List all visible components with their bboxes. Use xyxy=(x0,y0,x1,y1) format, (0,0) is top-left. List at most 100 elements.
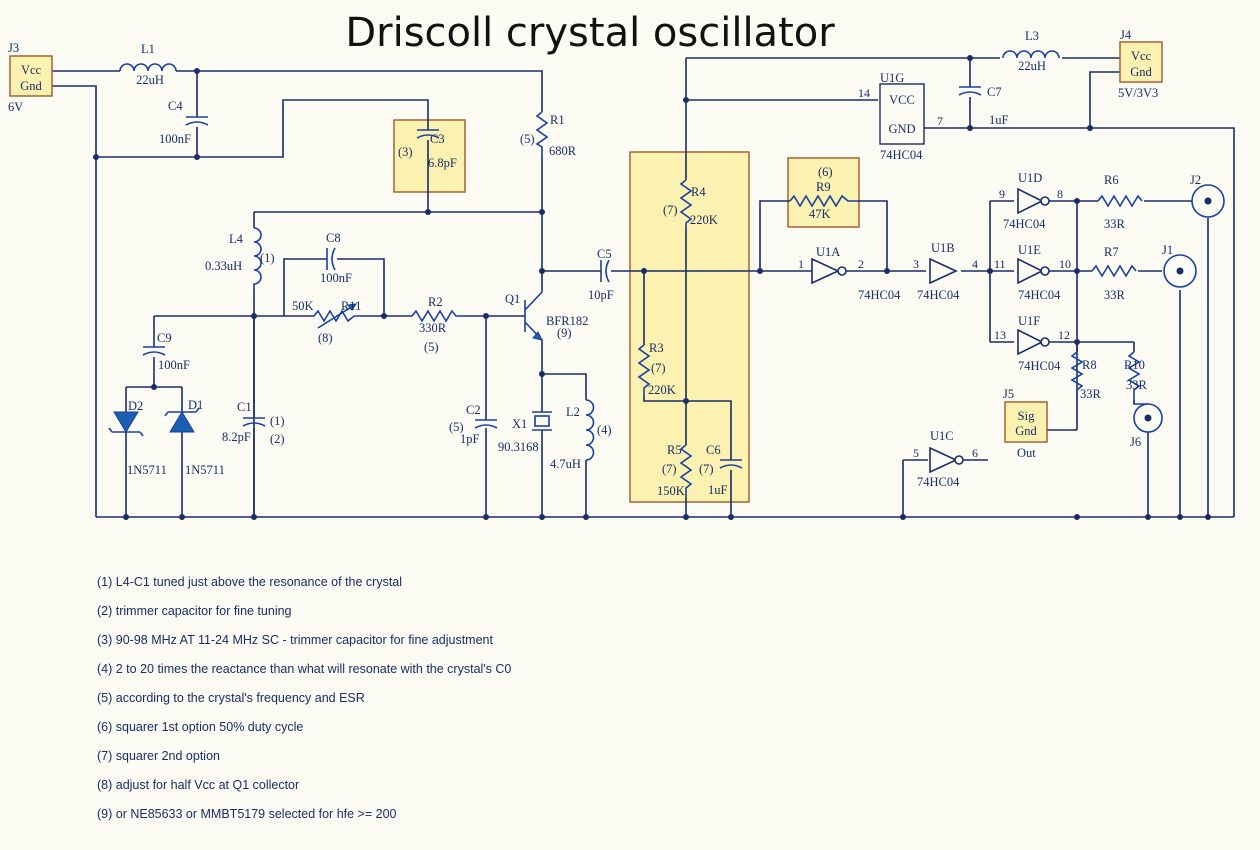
j3-gnd: Gnd xyxy=(20,79,42,93)
l2-ref: L2 xyxy=(566,405,580,419)
r11-note: (8) xyxy=(318,331,333,345)
j5-ref: J5 xyxy=(1003,387,1014,401)
resistor-r6: R6 33R xyxy=(1097,173,1143,231)
r4-ref: R4 xyxy=(691,185,706,199)
u1f-pin-out: 12 xyxy=(1058,328,1070,342)
junctions xyxy=(93,55,1211,520)
inverter-u1c: U1C 5 6 74HC04 xyxy=(913,429,978,489)
inductor-l4: L4 0.33uH (1) xyxy=(205,227,275,290)
note-9: (9) or NE85633 or MMBT5179 selected for … xyxy=(97,807,397,821)
r7-value: 33R xyxy=(1104,288,1126,302)
inverter-u1f: U1F 13 12 74HC04 xyxy=(994,314,1070,373)
u1e-pin-in: 11 xyxy=(994,257,1006,271)
u1a-pin-out: 2 xyxy=(858,257,864,271)
j5-sig: Sig xyxy=(1018,409,1035,423)
r5-value: 150K xyxy=(657,484,685,498)
resistor-r7: R7 33R xyxy=(1091,245,1137,302)
diode-d1: D1 1N5711 xyxy=(164,398,225,477)
r9-ref: R9 xyxy=(816,180,831,194)
q1-value: BFR182 xyxy=(546,314,588,328)
note-1: (1) L4-C1 tuned just above the resonance… xyxy=(97,575,402,589)
u1g-pin-gnd: 7 xyxy=(937,114,943,128)
u1g-value: 74HC04 xyxy=(880,148,923,162)
connector-j3: J3 Vcc Gnd 6V xyxy=(8,41,53,114)
j4-value: 5V/3V3 xyxy=(1118,86,1158,100)
connector-j1: J1 xyxy=(1162,243,1197,288)
diagram-title: Driscoll crystal oscillator xyxy=(345,10,835,56)
resistor-r1: R1 (5) 680R xyxy=(520,111,577,158)
u1b-pin-in: 3 xyxy=(913,257,919,271)
r7-ref: R7 xyxy=(1104,245,1119,259)
r11-pot-value: 50K xyxy=(292,299,314,313)
r1-ref: R1 xyxy=(550,113,565,127)
r10-value: 33R xyxy=(1126,378,1148,392)
c6-ref: C6 xyxy=(706,443,721,457)
u1g-vcc: VCC xyxy=(889,93,915,107)
capacitor-c8: C8 100nF xyxy=(320,231,352,285)
u1b-pin-out: 4 xyxy=(972,257,978,271)
r2-note: (5) xyxy=(424,340,439,354)
x1-ref: X1 xyxy=(512,417,527,431)
note-6: (6) squarer 1st option 50% duty cycle xyxy=(97,720,303,734)
r9-note: (6) xyxy=(818,165,833,179)
inverter-u1d: U1D 9 8 74HC04 xyxy=(999,171,1063,231)
j6-ref: J6 xyxy=(1130,435,1141,449)
r3-value: 220K xyxy=(648,383,676,397)
connector-j5: J5 Sig Gnd Out xyxy=(1003,387,1048,460)
u1f-ref: U1F xyxy=(1018,314,1040,328)
resistor-r9: (6) R9 47K xyxy=(789,165,858,221)
note-3: (3) 90-98 MHz AT 11-24 MHz SC - trimmer … xyxy=(97,633,493,647)
squarer-option-2-region xyxy=(629,151,750,503)
capacitor-c7: C7 1uF xyxy=(958,85,1009,127)
transistor-q1: Q1 BFR182 (9) xyxy=(505,290,588,341)
u1g-ref: U1G xyxy=(880,71,904,85)
d2-value: 1N5711 xyxy=(127,463,167,477)
c4-value: 100nF xyxy=(159,132,191,146)
d1-ref: D1 xyxy=(188,398,203,412)
c8-ref: C8 xyxy=(326,231,341,245)
resistor-r3: R3 (7) 220K xyxy=(637,341,676,397)
c6-note: (7) xyxy=(699,462,714,476)
note-2: (2) trimmer capacitor for fine tuning xyxy=(97,604,292,618)
j3-ref: J3 xyxy=(8,41,19,55)
connector-j6: J6 xyxy=(1130,403,1163,449)
q1-ref: Q1 xyxy=(505,292,520,306)
ic-u1g-power: U1G VCC GND 14 7 74HC04 xyxy=(858,71,943,162)
u1a-pin-in: 1 xyxy=(798,257,804,271)
r5-ref: R5 xyxy=(667,443,682,457)
c3-trimmer-region xyxy=(393,119,466,193)
c3-note: (3) xyxy=(398,145,413,159)
l1-ref: L1 xyxy=(141,42,155,56)
c1-ref: C1 xyxy=(237,400,252,414)
r3-note: (7) xyxy=(651,361,666,375)
inverter-u1e: U1E 11 10 74HC04 xyxy=(994,243,1071,302)
j1-ref: J1 xyxy=(1162,243,1173,257)
wires xyxy=(52,57,1235,518)
u1d-value: 74HC04 xyxy=(1003,217,1046,231)
r8-ref: R8 xyxy=(1082,358,1097,372)
j5-value: Out xyxy=(1017,446,1036,460)
l1-value: 22uH xyxy=(136,73,164,87)
j4-gnd: Gnd xyxy=(1130,65,1152,79)
c7-value: 1uF xyxy=(989,113,1009,127)
l4-ref: L4 xyxy=(229,232,244,246)
r8-value: 33R xyxy=(1080,387,1102,401)
u1b-value: 74HC04 xyxy=(917,288,960,302)
u1d-ref: U1D xyxy=(1018,171,1042,185)
note-5: (5) according to the crystal's frequency… xyxy=(97,691,365,705)
r1-note: (5) xyxy=(520,132,535,146)
inductor-l2: L2 (4) 4.7uH xyxy=(550,399,612,471)
r4-value: 220K xyxy=(690,213,718,227)
u1e-value: 74HC04 xyxy=(1018,288,1061,302)
note-8: (8) adjust for half Vcc at Q1 collector xyxy=(97,778,299,792)
u1f-pin-in: 13 xyxy=(994,328,1006,342)
j3-value: 6V xyxy=(8,100,23,114)
r11-ref: R11 xyxy=(341,299,361,313)
u1d-pin-in: 9 xyxy=(999,187,1005,201)
resistor-r8: R8 33R xyxy=(1070,351,1102,401)
capacitor-c9: C9 100nF xyxy=(142,331,190,372)
c8-value: 100nF xyxy=(320,271,352,285)
u1b-ref: U1B xyxy=(931,241,955,255)
c1-note-1: (1) xyxy=(270,414,285,428)
c2-value: 1pF xyxy=(460,432,480,446)
